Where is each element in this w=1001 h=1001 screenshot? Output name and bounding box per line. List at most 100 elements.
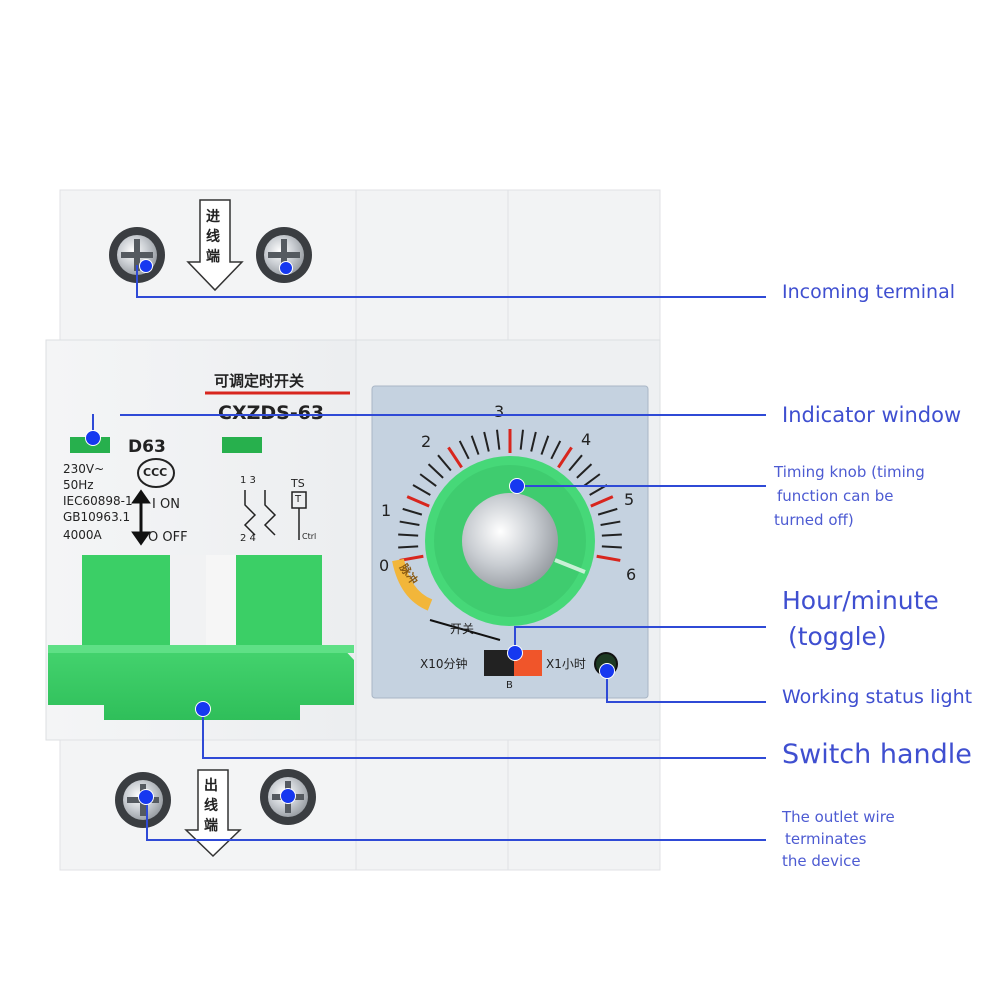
dot-incoming-terminal-left	[139, 259, 153, 273]
dot-timing-knob	[509, 478, 525, 494]
leader-hour-minute-h	[516, 626, 766, 628]
dial-number-2: 2	[421, 432, 432, 451]
dial-number-6: 6	[626, 565, 637, 584]
leader-incoming-terminal-v	[136, 265, 138, 297]
incoming-arrow-char-1: 进	[206, 209, 220, 225]
outgoing-arrow-char-1: 出	[204, 778, 218, 794]
hour-label: X1小时	[546, 657, 586, 671]
dial-minor-tick	[419, 473, 437, 487]
switch-label: 开关	[450, 622, 475, 636]
dial-number-1: 1	[381, 501, 392, 520]
callout-working-status-light: Working status light	[782, 686, 973, 708]
dial-major-tick	[596, 554, 621, 562]
leader-hour-minute-v	[514, 626, 516, 654]
dial-major-tick	[447, 446, 463, 469]
spec-frequency: 50Hz	[63, 478, 94, 492]
dial-major-tick	[406, 495, 430, 508]
top-screw-right	[256, 227, 312, 283]
dial-minor-tick	[458, 440, 470, 460]
dial-minor-tick	[530, 431, 537, 452]
dial-minor-tick	[427, 463, 444, 479]
spec-gb: GB10963.1	[63, 510, 131, 524]
outgoing-arrow-char-3: 端	[204, 818, 218, 834]
minute-label: X10分钟	[420, 657, 468, 671]
wiring-diagram	[243, 490, 307, 540]
dot-working-status-light	[599, 663, 615, 679]
dial-minor-tick	[601, 545, 622, 549]
dial-minor-tick	[600, 520, 621, 527]
dial-number-5: 5	[624, 490, 635, 509]
diagram-ts: TS	[291, 477, 305, 490]
dial-minor-tick	[483, 431, 490, 452]
incoming-arrow-char-2: 线	[206, 229, 220, 245]
indicator-window-right	[222, 437, 262, 453]
callout-outlet-line-1: The outlet wire	[782, 808, 895, 826]
dial-minor-tick	[568, 454, 583, 472]
callout-timing-knob-line-1: Timing knob (timing	[774, 463, 925, 481]
timing-knob	[425, 456, 595, 626]
diagram-bottom-terminals: 2 4	[240, 533, 256, 544]
dial-number-4: 4	[581, 430, 592, 449]
breaker-toggles	[82, 555, 322, 650]
spec-capacity: 4000A	[63, 528, 102, 542]
diagram-ctrl: Ctrl	[302, 532, 317, 541]
callout-timing-knob-line-2: function can be	[777, 487, 894, 505]
dial-major-tick	[590, 495, 614, 508]
dot-outlet-left	[138, 789, 154, 805]
leader-status-light-v	[606, 671, 608, 702]
dial-minor-tick	[540, 435, 550, 455]
switch-handle	[48, 645, 354, 720]
dial-minor-tick	[402, 507, 423, 516]
dot-outlet-right	[280, 788, 296, 804]
callout-timing-knob-line-3: turned off)	[774, 511, 854, 529]
leader-incoming-terminal-h	[136, 296, 766, 298]
dot-hour-minute-toggle	[507, 645, 523, 661]
dial-major-tick	[557, 446, 573, 469]
leader-outlet-v	[146, 797, 148, 840]
callout-switch-handle: Switch handle	[782, 739, 972, 770]
dial-minor-tick	[576, 463, 593, 479]
diagram-t: T	[295, 494, 302, 505]
dial-minor-tick	[519, 429, 524, 450]
callout-outlet-line-3: the device	[782, 852, 861, 870]
dial-minor-tick	[398, 545, 419, 549]
dial-number-3: 3	[494, 402, 505, 421]
toggle-b-label: B	[506, 680, 513, 691]
outgoing-arrow-outline	[184, 769, 242, 858]
callout-incoming-terminal: Incoming terminal	[782, 281, 956, 303]
dial-minor-tick	[398, 533, 419, 537]
leader-indicator-window	[120, 414, 766, 416]
dot-indicator-window	[85, 430, 101, 446]
dot-incoming-terminal-right	[279, 261, 293, 275]
leader-outlet-h	[146, 839, 766, 841]
dial-minor-tick	[399, 520, 420, 527]
spec-iec: IEC60898-1	[63, 494, 133, 508]
dial-minor-tick	[550, 440, 562, 460]
off-label: O OFF	[148, 530, 188, 545]
callout-hour-minute-line-1: Hour/minute	[782, 586, 939, 615]
dot-switch-handle	[195, 701, 211, 717]
dial-minor-tick	[601, 533, 622, 537]
device-title: 可调定时开关	[214, 372, 305, 390]
outgoing-arrow-char-2: 线	[204, 798, 218, 814]
leader-timing-knob	[518, 485, 766, 487]
spec-voltage: 230V~	[63, 462, 105, 476]
diagram-top-terminals: 1 3	[240, 475, 256, 486]
device-rating: D63	[128, 437, 166, 457]
dial-minor-tick	[496, 429, 501, 450]
leader-switch-handle-h	[202, 757, 766, 759]
on-off-arrow	[131, 489, 151, 546]
dial-minor-tick	[470, 435, 480, 455]
device-model: CXZDS-63	[218, 402, 325, 424]
incoming-arrow-char-3: 端	[206, 249, 220, 265]
callout-hour-minute-line-2: (toggle)	[788, 622, 887, 651]
incoming-arrow-outline	[186, 199, 244, 292]
callout-indicator-window: Indicator window	[782, 403, 962, 427]
ccc-mark	[137, 458, 175, 488]
leader-status-light-h	[606, 701, 766, 703]
dial-minor-tick	[412, 484, 431, 496]
dial-minor-tick	[597, 507, 618, 516]
callout-outlet-line-2: terminates	[785, 830, 867, 848]
dial-minor-tick	[583, 473, 601, 487]
